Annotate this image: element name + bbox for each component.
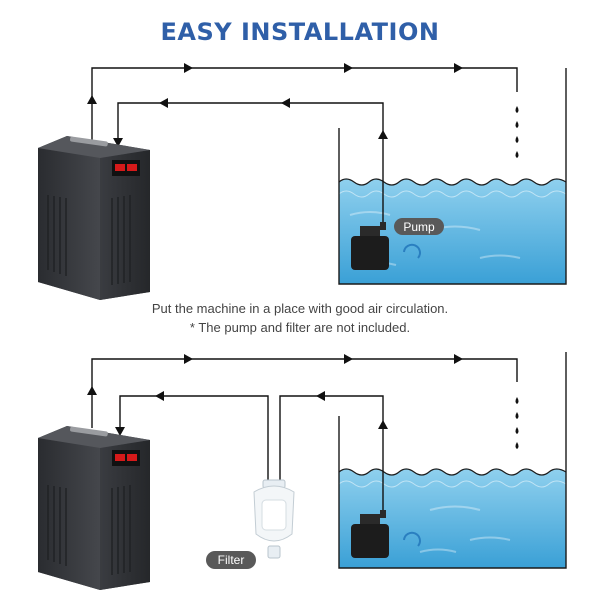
water-pump-icon <box>351 510 421 558</box>
page-title: EASY INSTALLATION <box>160 18 440 46</box>
flow-arrow-icon <box>115 427 125 436</box>
outflow-pipe <box>91 358 518 428</box>
pump-to-filter-pipe <box>279 395 384 515</box>
caption-not-included: * The pump and filter are not included. <box>189 320 411 335</box>
flow-arrow-icon <box>281 98 290 108</box>
water-drop-icon <box>515 397 519 404</box>
filter-label: Filter <box>218 553 245 567</box>
water-drop-icon <box>515 427 519 434</box>
return-pipe <box>119 395 269 484</box>
water-drop-icon <box>515 442 519 449</box>
water-pump-icon <box>351 222 421 270</box>
pump-label: Pump <box>403 220 435 234</box>
water-drop-icon <box>515 151 519 158</box>
flow-arrow-icon <box>344 354 353 364</box>
water-drop-icon <box>515 136 519 143</box>
flow-arrow-icon <box>316 391 325 401</box>
flow-arrow-icon <box>184 63 193 73</box>
flow-arrows <box>87 354 463 436</box>
chiller-unit-icon <box>38 136 150 300</box>
caption-placement: Put the machine in a place with good air… <box>151 301 449 316</box>
flow-arrow-icon <box>344 63 353 73</box>
scene-pump-and-filter: Filter <box>38 352 567 590</box>
return-pipe <box>117 102 384 226</box>
chiller-unit-icon <box>38 426 150 590</box>
water-tank <box>338 68 567 285</box>
flow-arrow-icon <box>87 386 97 395</box>
flow-arrow-icon <box>378 130 388 139</box>
flow-arrow-icon <box>87 95 97 104</box>
filter-label-bg <box>206 551 256 569</box>
pump-label-bg <box>394 218 444 235</box>
flow-arrows <box>87 63 463 147</box>
water-drops <box>515 106 519 158</box>
water-drops <box>515 397 519 449</box>
water-drop-icon <box>515 121 519 128</box>
water-drop-icon <box>515 412 519 419</box>
outflow-pipe <box>91 67 518 142</box>
flow-arrow-icon <box>159 98 168 108</box>
flow-arrow-icon <box>378 420 388 429</box>
flow-arrow-icon <box>454 354 463 364</box>
water-filter-icon <box>253 479 295 559</box>
flow-arrow-icon <box>454 63 463 73</box>
flow-arrow-icon <box>155 391 164 401</box>
water-drop-icon <box>515 106 519 113</box>
flow-arrow-icon <box>184 354 193 364</box>
water-tank <box>338 352 567 569</box>
scene-pump-only: Pump <box>38 63 567 300</box>
flow-arrow-icon <box>113 138 123 147</box>
